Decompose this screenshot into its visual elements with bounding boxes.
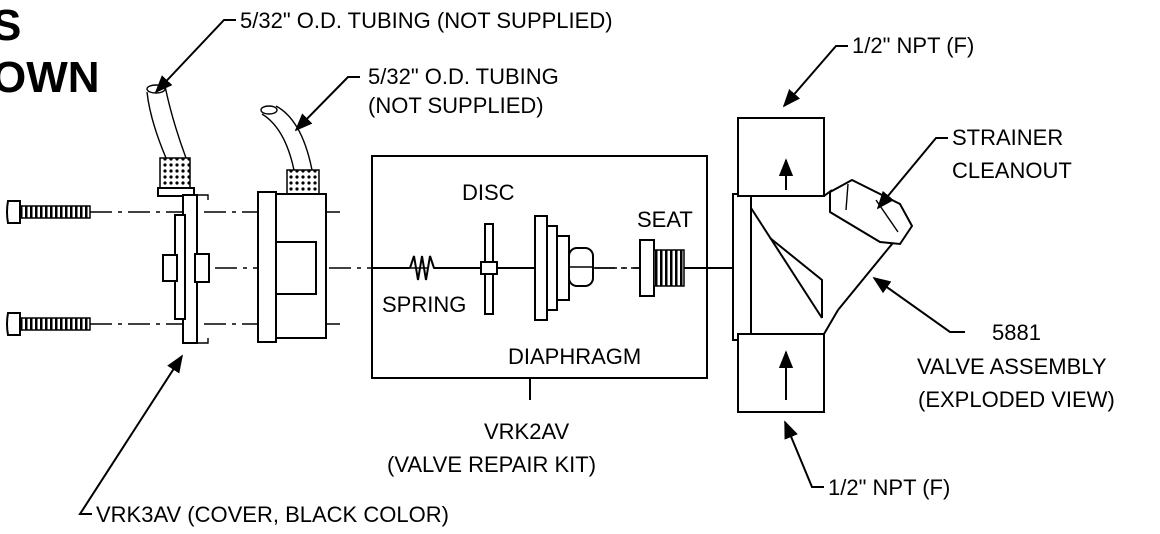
valve-id-label: 5881 [992,320,1041,345]
disc-label: DISC [462,180,515,205]
leader-lines [78,19,965,515]
kit-desc-label: (VALVE REPAIR KIT) [387,452,596,477]
valve-label-1: VALVE ASSEMBLY [917,354,1107,379]
strainer-label-2: CLEANOUT [952,158,1072,183]
valve-label-2: (EXPLODED VIEW) [918,387,1115,412]
spring-part [409,255,435,281]
body-part [257,105,327,343]
strainer-label-1: STRAINER [952,125,1063,150]
title-line-2: OWN [0,53,100,102]
title-line-1: S [0,1,21,50]
screw-bottom [6,312,91,336]
diaphragm-part [534,215,594,321]
repair-kit-box [371,155,708,379]
seat-label: SEAT [637,207,693,232]
seat-part [639,239,685,297]
npt-label-top: 1/2" NPT (F) [852,33,974,58]
diaphragm-label: DIAPHRAGM [508,344,641,369]
cover-label: VRK3AV (COVER, BLACK COLOR) [96,502,449,527]
valve-assembly [707,117,914,413]
kit-id-label: VRK2AV [484,419,570,444]
disc-part [480,223,498,315]
screw-top [6,200,91,224]
tubing-label-second-1: 5/32" O.D. TUBING [368,64,559,89]
tubing-label-top: 5/32" O.D. TUBING (NOT SUPPLIED) [240,8,613,33]
cover-part [146,84,210,344]
tubing-label-second-2: (NOT SUPPLIED) [368,93,544,118]
spring-label: SPRING [382,292,466,317]
npt-label-bottom: 1/2" NPT (F) [828,475,950,500]
